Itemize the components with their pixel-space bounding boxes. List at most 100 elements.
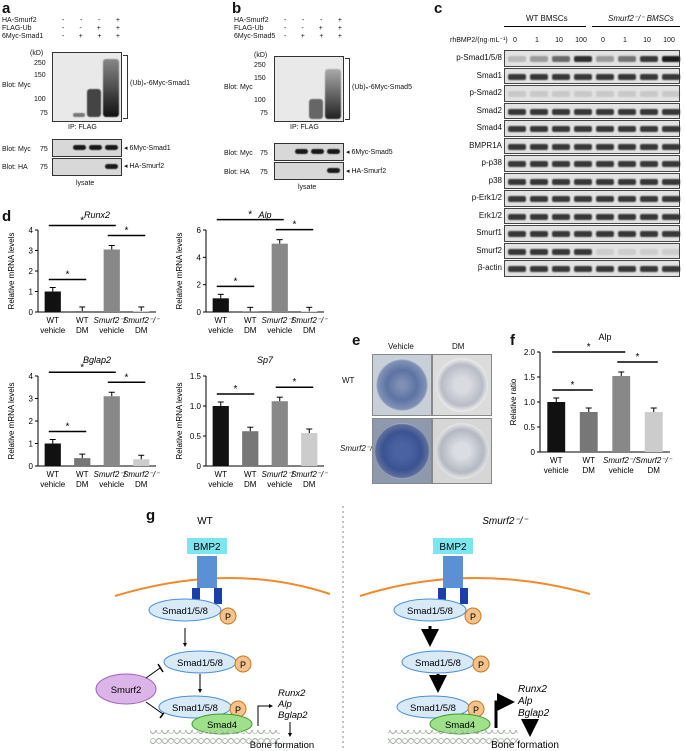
band xyxy=(552,178,570,185)
category-label: Smurf2⁻/⁻ xyxy=(636,456,673,465)
blot-row-label: Smad1 xyxy=(476,70,502,80)
row-label: FLAG-Ub xyxy=(234,25,264,32)
bar xyxy=(133,310,150,312)
blot-row-label: BMPR1A xyxy=(469,140,502,150)
blot-strip xyxy=(504,67,680,84)
sign: + xyxy=(337,33,342,40)
panel-e-letter: e xyxy=(352,332,361,349)
dose-label: 1 xyxy=(535,37,539,44)
y-tick-label: 1 xyxy=(29,288,34,297)
ub-label: (Ub)ₙ-6Myc-Smad1 xyxy=(130,80,190,87)
bar xyxy=(44,291,61,312)
sign: + xyxy=(78,33,83,40)
y-tick-label: 3 xyxy=(29,247,34,256)
p-label: P xyxy=(470,612,476,622)
band-label: ◂ 6Myc-Smad1 xyxy=(124,145,171,152)
blot-label: Blot: Myc xyxy=(224,84,253,91)
band xyxy=(640,161,658,167)
kd-unit: (kD) xyxy=(254,52,268,59)
significance-star: * xyxy=(587,342,591,353)
mw-tick: 250 xyxy=(254,62,266,69)
band xyxy=(552,231,570,237)
band xyxy=(596,143,614,150)
band xyxy=(618,266,636,272)
smad4-label: Smad4 xyxy=(445,720,475,731)
treatment-label: rhBMP2/(ng·mL⁻¹) xyxy=(450,37,508,44)
ha-blot-b xyxy=(274,162,344,180)
blot-strip xyxy=(504,242,680,259)
panel-b: HA-Smurf2 FLAG-Ub 6Myc-Smad5 ---+ --++ -… xyxy=(224,0,412,200)
bar xyxy=(133,459,150,466)
band xyxy=(618,213,636,220)
chart-title: Runx2 xyxy=(84,210,110,220)
band xyxy=(574,196,592,202)
band xyxy=(327,168,340,173)
panel-c-letter: c xyxy=(434,0,443,17)
phosphate xyxy=(234,655,252,673)
outcome-label: Bone formation xyxy=(250,740,314,751)
blot-label: Blot: HA xyxy=(224,169,250,176)
y-tick-label: 2 xyxy=(197,281,202,290)
category-label: WT xyxy=(244,316,257,325)
band xyxy=(508,196,526,202)
category-label: WT xyxy=(215,316,228,325)
smad158 xyxy=(393,598,467,622)
blot-row-label: Smad4 xyxy=(476,123,502,132)
y-tick-label: 1.0 xyxy=(190,402,202,411)
band xyxy=(618,248,636,255)
bar xyxy=(271,243,288,312)
band xyxy=(662,91,680,97)
smad158-label: Smad1/5/8 xyxy=(410,703,456,714)
myc-blot-b xyxy=(274,143,344,161)
significance-star: * xyxy=(234,384,238,395)
y-axis-label: Relative mRNA levels xyxy=(7,383,16,460)
category-label: vehicle xyxy=(99,480,124,489)
band xyxy=(662,108,680,115)
kd-unit: (kD) xyxy=(30,50,44,57)
band xyxy=(640,108,658,115)
band xyxy=(530,73,548,80)
bar xyxy=(612,376,631,452)
band xyxy=(552,108,570,115)
y-tick-label: 1 xyxy=(29,440,34,449)
receptor xyxy=(214,588,222,604)
band xyxy=(508,266,526,272)
band-name: 6Myc-Smad5 xyxy=(351,149,393,156)
band xyxy=(508,108,526,115)
bar xyxy=(212,298,229,312)
gene-label: Bglap2 xyxy=(278,710,308,721)
y-tick-label: 1.5 xyxy=(190,372,202,381)
group-line xyxy=(504,26,586,27)
band xyxy=(311,149,324,154)
y-tick-label: 4 xyxy=(29,226,34,235)
category-label: DM xyxy=(135,480,148,489)
band xyxy=(530,143,548,150)
row-label: 6Myc-Smad5 xyxy=(234,33,276,40)
band xyxy=(574,231,592,237)
band xyxy=(640,56,658,62)
y-tick-label: 0 xyxy=(197,462,202,471)
panel-b-row-labels: HA-Smurf2 FLAG-Ub 6Myc-Smad5 xyxy=(234,17,284,41)
band xyxy=(574,143,592,150)
well-ko-vehicle xyxy=(372,418,432,484)
y-axis-label: Relative mRNA levels xyxy=(7,233,16,310)
band xyxy=(596,213,614,220)
category-label: DM xyxy=(244,480,257,489)
band xyxy=(662,213,680,220)
band xyxy=(618,231,636,237)
group-label-wt: WT BMSCs xyxy=(526,14,568,23)
smad158-label: Smad1/5/8 xyxy=(172,703,218,714)
receptor xyxy=(443,556,463,588)
band xyxy=(574,266,592,272)
row-label: Smurf2⁻/⁻ xyxy=(340,444,377,453)
y-tick-label: 2.0 xyxy=(524,348,536,357)
category-label: DM xyxy=(244,326,257,335)
panel-g-letter: g xyxy=(146,507,156,524)
gene-label: Alp xyxy=(277,699,292,710)
band xyxy=(73,145,86,150)
band xyxy=(618,126,636,132)
category-label: WT xyxy=(550,456,563,465)
bar xyxy=(103,396,120,466)
